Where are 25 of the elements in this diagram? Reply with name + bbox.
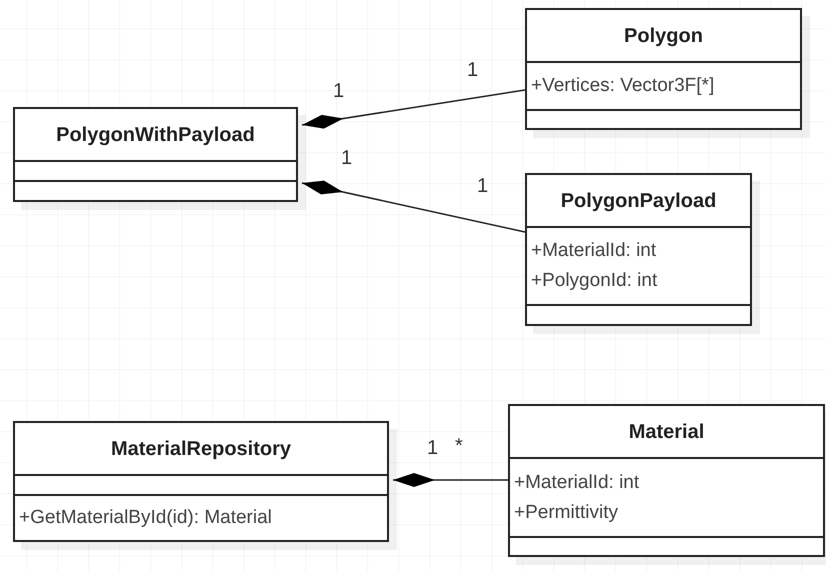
class-name: Polygon: [624, 24, 703, 48]
multiplicity-label: 1: [477, 174, 488, 198]
composition-line: [302, 180, 526, 233]
multiplicity-label: 1: [333, 79, 344, 103]
attribute-text: +Permittivity: [514, 500, 618, 524]
method-text: +GetMaterialById(id): Material: [19, 506, 272, 530]
attribute-text: +Vertices: Vector3F[*]: [531, 74, 714, 98]
uml-class-box: [525, 8, 802, 130]
multiplicity-label: 1: [427, 436, 438, 460]
class-name: Material: [628, 420, 704, 444]
multiplicity-label: *: [455, 434, 463, 458]
multiplicity-label: 1: [467, 58, 478, 82]
class-name: PolygonWithPayload: [56, 122, 255, 148]
uml-class-box: [13, 107, 298, 202]
uml-class-box: [508, 404, 825, 557]
attribute-text: +PolygonId: int: [531, 269, 658, 293]
attribute-text: +MaterialId: int: [514, 470, 640, 494]
multiplicity-label: 1: [341, 146, 352, 170]
attribute-text: +MaterialId: int: [531, 239, 656, 263]
composition-line: [393, 473, 508, 487]
class-name: PolygonPayload: [560, 188, 716, 214]
uml-class-box: [525, 173, 752, 326]
composition-line: [302, 89, 526, 129]
uml-class-box: [13, 421, 389, 542]
class-name: MaterialRepository: [110, 436, 292, 462]
